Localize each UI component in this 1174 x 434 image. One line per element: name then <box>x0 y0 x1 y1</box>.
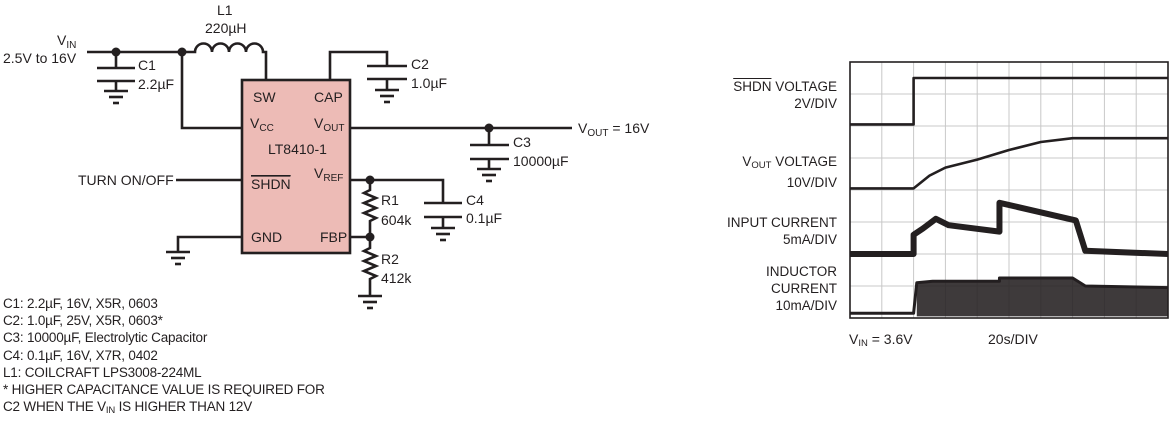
trace-iin <box>850 199 1169 257</box>
component-notes: C1: 2.2µF, 16V, X5R, 0603 C2: 1.0µF, 25V… <box>3 295 325 419</box>
c4-value: 0.1µF <box>466 210 502 226</box>
l1-value: 220µH <box>205 20 247 36</box>
turn-on-off-label: TURN ON/OFF <box>78 172 174 188</box>
vref-wire <box>351 178 445 203</box>
junctions <box>111 47 494 242</box>
c3-value: 10000µF <box>513 153 569 169</box>
note-line: C2 WHEN THE VIN IS HIGHER THAN 12V <box>3 399 253 417</box>
l1-inductor <box>182 42 268 80</box>
junction-dot <box>177 47 187 57</box>
ground-icon <box>477 167 501 183</box>
note-line: L1: COILCRAFT LPS3008-224ML <box>3 364 202 380</box>
c3-ref: C3 <box>513 134 531 150</box>
channel-label-shdn: SHDN VOLTAGE 2V/DIV <box>733 79 837 111</box>
note-line: C1: 2.2µF, 16V, X5R, 0603 <box>3 296 158 311</box>
gnd-wire <box>176 235 241 252</box>
pin-vcc: VCC <box>250 115 274 134</box>
channel-label-input-current: INPUT CURRENT 5mA/DIV <box>726 215 837 247</box>
scope-frame <box>849 61 1169 319</box>
note-line: * HIGHER CAPACITANCE VALUE IS REQUIRED F… <box>3 382 325 398</box>
note-line: C4: 0.1µF, 16V, X7R, 0402 <box>3 347 158 363</box>
ground-icon <box>166 250 190 266</box>
ground-symbols <box>104 88 501 310</box>
pin-sw: SW <box>253 89 276 105</box>
r1-ref: R1 <box>381 192 399 208</box>
pin-vout: VOUT <box>314 115 344 134</box>
pin-shdn: SHDN <box>251 176 291 192</box>
r2-ref: R2 <box>381 251 399 267</box>
vcc-wire <box>180 52 241 130</box>
ic-body <box>240 78 352 255</box>
scope-traces <box>850 76 1169 317</box>
ground-icon <box>375 88 399 104</box>
pin-vref: VREF <box>314 165 343 184</box>
trace-shdn <box>850 76 1168 126</box>
c1-ref: C1 <box>138 57 156 73</box>
channel-label-inductor-current: INDUCTOR CURRENT 10mA/DIV <box>765 264 837 313</box>
junction-dot <box>365 175 375 185</box>
trace-vout <box>850 136 1168 190</box>
pin-cap: CAP <box>314 89 343 105</box>
c4-ref: C4 <box>466 192 484 208</box>
vout-label: VOUT = 16V <box>578 120 650 139</box>
schematic: SW CAP VCC VOUT LT8410-1 SHDN VREF GND F… <box>3 2 650 310</box>
pin-fbp: FBP <box>320 229 347 245</box>
vin-range: 2.5V to 16V <box>3 50 77 66</box>
r2-resistor <box>360 237 380 296</box>
pin-gnd: GND <box>251 229 282 245</box>
ground-icon <box>358 294 382 310</box>
cap-wire <box>328 50 389 80</box>
r1-value: 604k <box>381 212 412 228</box>
r2-value: 412k <box>381 270 412 286</box>
note-line: C3: 10000µF, Electrolytic Capacitor <box>3 330 208 346</box>
note-line: C2: 1.0µF, 25V, X5R, 0603* <box>3 313 163 329</box>
c2-ref: C2 <box>411 56 429 72</box>
c1-value: 2.2µF <box>138 76 174 92</box>
ground-icon <box>104 89 128 105</box>
scope-timebase: 20s/DIV <box>988 331 1038 347</box>
channel-label-vout: VOUT VOLTAGE 10V/DIV <box>742 154 837 190</box>
ground-icon <box>431 226 455 242</box>
junction-dot <box>111 47 121 57</box>
r1-resistor <box>360 180 380 237</box>
l1-ref: L1 <box>217 2 233 18</box>
junction-dot <box>365 232 375 242</box>
vin-label: VIN <box>57 32 76 51</box>
scope-vin-annotation: VIN = 3.6V <box>849 331 913 349</box>
ic-part-number: LT8410-1 <box>268 141 327 157</box>
trace-inductor-current-envelope <box>916 278 1168 317</box>
junction-dot <box>484 123 494 133</box>
c2-value: 1.0µF <box>411 75 447 91</box>
